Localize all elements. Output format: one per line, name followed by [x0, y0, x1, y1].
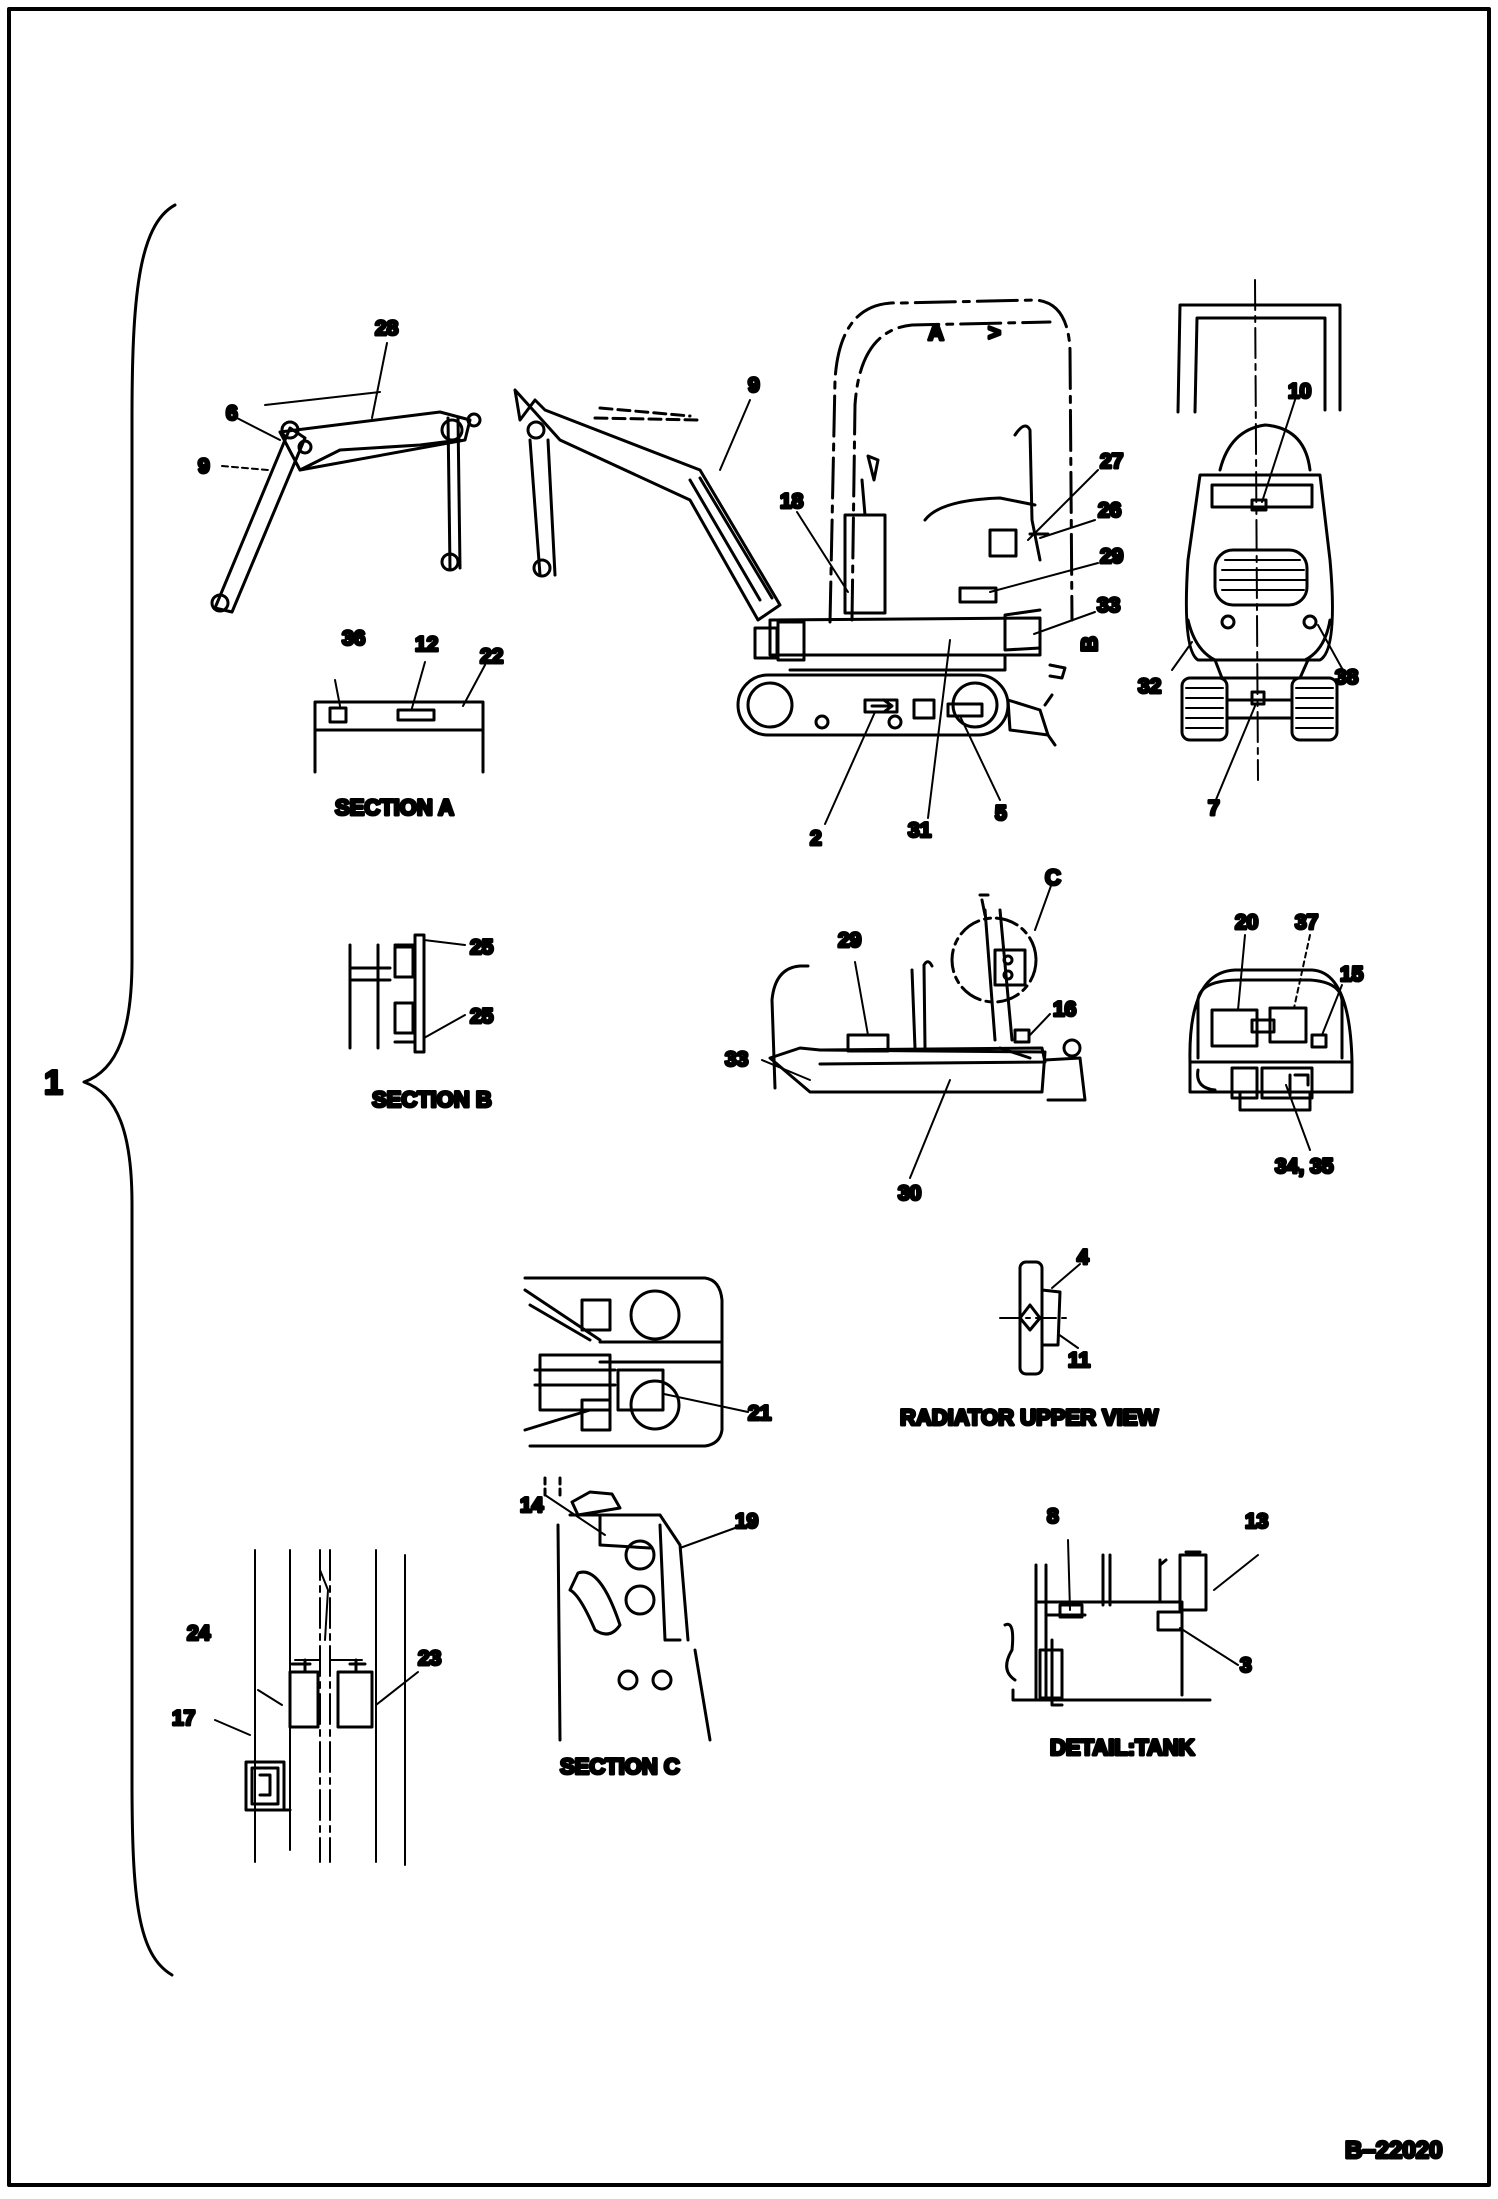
section-b-drawing [348, 933, 466, 1054]
callout-36: 36 [342, 627, 365, 650]
callout-23: 23 [418, 1647, 441, 1670]
section-b-caption: SECTION B [372, 1087, 492, 1112]
section-c-caption: SECTION C [560, 1754, 680, 1779]
document-number: B–22020 [1345, 2137, 1442, 2164]
arm-detail-drawing [214, 1549, 419, 1866]
callout-9-arm: 9 [748, 374, 760, 397]
upper-frame-callouts [761, 882, 1053, 1179]
section-a-drawing [313, 661, 486, 774]
callout-12: 12 [415, 633, 438, 656]
machine-front-view [1176, 279, 1342, 781]
view-letter-b: B [1077, 636, 1102, 652]
tank-detail-caption: DETAIL:TANK [1050, 1735, 1195, 1760]
callout-9-boom: 9 [198, 455, 210, 478]
callout-38: 38 [1335, 666, 1359, 689]
side-view-callouts [719, 399, 1099, 825]
callout-27: 27 [1100, 450, 1123, 473]
boom-callouts: 28 6 9 [197, 316, 401, 480]
callout-32: 32 [1138, 675, 1161, 698]
floor-view-drawing [523, 1276, 749, 1448]
callout-20: 20 [1235, 911, 1258, 934]
callout-24: 24 [187, 1622, 211, 1645]
callout-4: 4 [1077, 1246, 1089, 1269]
tank-detail-drawing [1003, 1539, 1259, 1707]
callout-29-side: 29 [1100, 545, 1123, 568]
drawing-border [7, 7, 1491, 2187]
callout-30: 30 [898, 1182, 921, 1205]
rear-view-callouts [1237, 934, 1343, 1151]
callout-25-top: 25 [470, 936, 494, 959]
callout-34-35: 34, 35 [1275, 1155, 1334, 1178]
callout-19: 19 [735, 1510, 758, 1533]
callout-14: 14 [520, 1494, 544, 1517]
callout-3: 3 [1240, 1654, 1252, 1677]
callout-26: 26 [1098, 499, 1121, 522]
item-number-label: 1 [44, 1064, 63, 1102]
callout-2: 2 [810, 827, 822, 850]
front-view-callouts [1171, 399, 1345, 803]
callout-7: 7 [1208, 797, 1220, 820]
callout-13: 13 [1245, 1510, 1268, 1533]
callout-25-bottom: 25 [470, 1005, 494, 1028]
callout-33-side: 33 [1097, 594, 1120, 617]
callout-17: 17 [172, 1707, 195, 1730]
callout-37: 37 [1295, 911, 1318, 934]
callout-5: 5 [995, 802, 1007, 825]
section-a-caption: SECTION A [335, 795, 454, 820]
callout-16: 16 [1053, 998, 1076, 1021]
view-letter-a: A [928, 320, 944, 345]
callout-15: 15 [1340, 963, 1364, 986]
view-direction-mark: > [988, 320, 1001, 345]
callout-28: 28 [375, 317, 399, 340]
machine-side-view [736, 298, 1074, 747]
callout-10: 10 [1288, 380, 1311, 403]
callout-21: 21 [748, 1402, 772, 1425]
boom-arm-drawing [210, 388, 782, 622]
callout-31: 31 [908, 819, 932, 842]
callout-11: 11 [1068, 1349, 1091, 1372]
callout-18: 18 [780, 490, 804, 513]
callout-33-frame: 33 [725, 1048, 748, 1071]
view-letter-c: C [1045, 865, 1061, 890]
group-brace [82, 203, 177, 1977]
radiator-upper-view-drawing [999, 1260, 1081, 1376]
callout-29-frame: 29 [838, 929, 861, 952]
callout-6: 6 [226, 402, 238, 425]
machine-rear-view [1188, 968, 1354, 1112]
callout-22: 22 [480, 645, 503, 668]
upper-frame-drawing [768, 893, 1087, 1102]
callout-8: 8 [1047, 1505, 1059, 1528]
section-c-drawing [543, 1476, 736, 1742]
radiator-upper-view-caption: RADIATOR UPPER VIEW [900, 1405, 1159, 1430]
